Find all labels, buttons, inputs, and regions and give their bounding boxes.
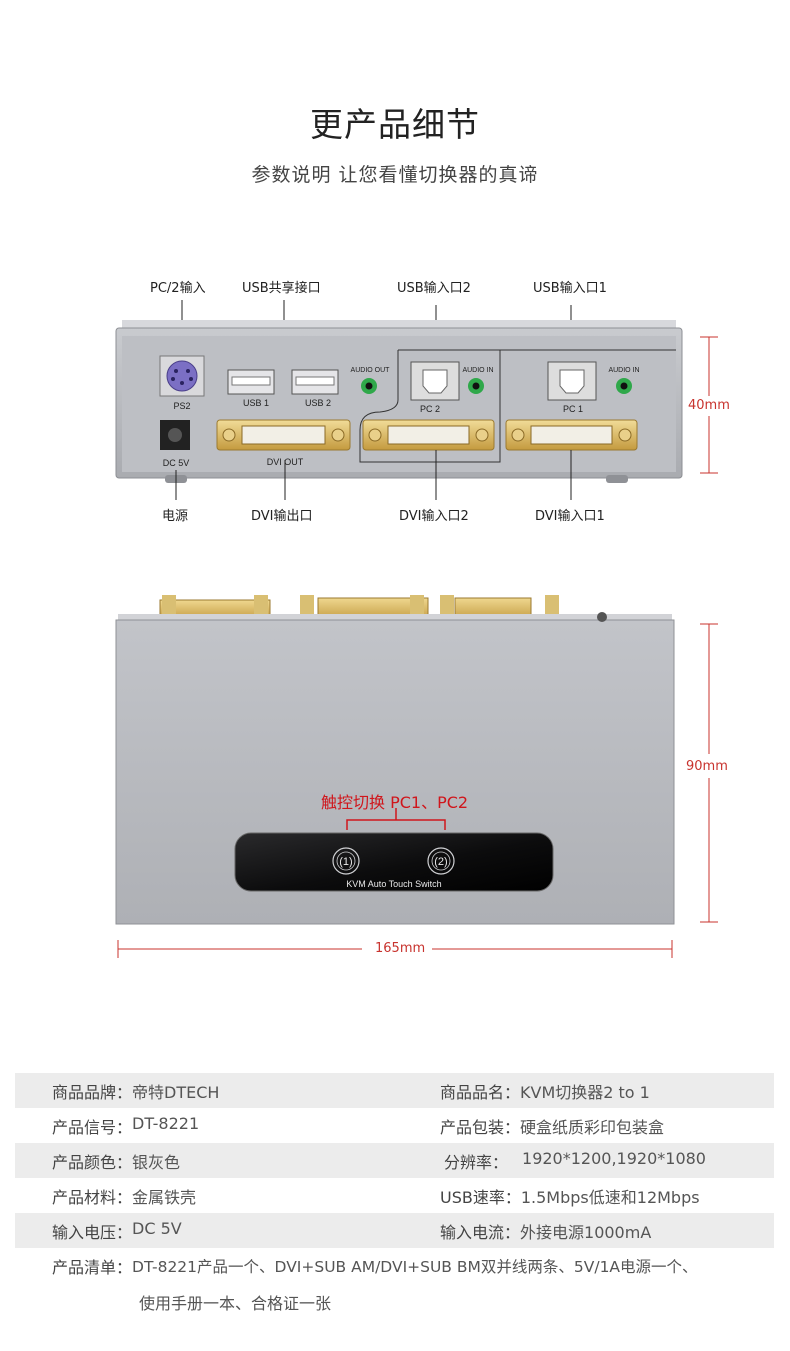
spec-row: 产品材料：金属铁壳 USB速率：1.5Mbps低速和12Mbps: [15, 1178, 774, 1213]
callout-usb-shared: USB共享接口: [242, 281, 321, 296]
width-dimension: 165mm: [375, 941, 426, 956]
spec-value: 外接电源1000mA: [520, 1222, 652, 1242]
spec-value: DC 5V: [132, 1218, 182, 1238]
spec-row: 产品颜色：银灰色 分辨率： 1920*1200,1920*1080: [15, 1143, 774, 1178]
callout-ps2-input: PC/2输入: [150, 281, 206, 296]
package-list: 产品清单：DT-8221产品一个、DVI+SUB AM/DVI+SUB BM双并…: [15, 1248, 774, 1320]
spec-key: 产品信号：: [52, 1117, 133, 1137]
spec-key: 商品品名：: [440, 1082, 521, 1102]
panel-text-pc2: PC 2: [420, 404, 440, 414]
spec-value: 1920*1200,1920*1080: [522, 1148, 706, 1168]
panel-text-pc1: PC 1: [563, 404, 583, 414]
top-view-illustration: (1) (2) KVM Auto Touch Switch: [115, 595, 718, 958]
spec-key: 分辨率：: [444, 1152, 509, 1172]
panel-text-dc: DC 5V: [163, 458, 190, 468]
page-title: 更产品细节: [310, 105, 480, 144]
spec-value: 帝特DTECH: [132, 1082, 220, 1102]
touch-switch-label: 触控切换 PC1、PC2: [321, 793, 469, 812]
callout-power: 电源: [162, 509, 189, 524]
spec-value: 银灰色: [132, 1152, 181, 1172]
spec-value: 金属铁壳: [132, 1187, 197, 1207]
touch-button-1-icon: (1): [339, 856, 352, 868]
panel-text-audio-in-1: AUDIO IN: [608, 367, 639, 374]
spec-row: 商品品牌：帝特DTECH 商品品名：KVM切换器2 to 1: [15, 1073, 774, 1108]
callout-dvi-in-2: DVI输入口2: [399, 509, 469, 524]
callout-usb-input-1: USB输入口1: [533, 281, 607, 296]
spec-value: 1.5Mbps低速和12Mbps: [520, 1187, 700, 1207]
page-subtitle: 参数说明 让您看懂切换器的真谛: [251, 164, 539, 186]
spec-row: 输入电压：DC 5V 输入电流：外接电源1000mA: [15, 1213, 774, 1248]
spec-value-continued: 使用手册一本、合格证一张: [139, 1294, 332, 1313]
spec-key: 产品颜色：: [52, 1152, 133, 1172]
spec-value: 硬盒纸质彩印包装盒: [520, 1117, 665, 1137]
panel-text-audio-out: AUDIO OUT: [351, 367, 391, 374]
callout-dvi-out: DVI输出口: [251, 509, 313, 524]
spec-value: DT-8221: [132, 1113, 200, 1133]
spec-key: 产品材料：: [52, 1187, 133, 1207]
spec-key: USB速率：: [440, 1187, 521, 1207]
rear-panel-illustration: PS2 USB 1 USB 2 DC 5V DVI OUT AUDIO OUT …: [115, 300, 718, 500]
spec-key: 商品品牌：: [52, 1082, 133, 1102]
panel-text-audio-in-2: AUDIO IN: [462, 367, 493, 374]
callout-dvi-in-1: DVI输入口1: [535, 509, 605, 524]
panel-text-usb1: USB 1: [243, 398, 269, 408]
panel-text-usb2: USB 2: [305, 398, 331, 408]
height-dimension: 40mm: [688, 398, 730, 413]
spec-table: 商品品牌：帝特DTECH 商品品名：KVM切换器2 to 1 产品信号：DT-8…: [15, 1073, 774, 1320]
spec-row: 产品信号：DT-8221 产品包装：硬盒纸质彩印包装盒: [15, 1108, 774, 1143]
panel-text-kvm: KVM Auto Touch Switch: [346, 879, 441, 889]
depth-dimension: 90mm: [686, 759, 728, 774]
spec-value: DT-8221产品一个、DVI+SUB AM/DVI+SUB BM双并线两条、5…: [132, 1258, 698, 1276]
spec-key: 产品包装：: [440, 1117, 521, 1137]
spec-key: 输入电压：: [52, 1222, 133, 1242]
spec-value: KVM切换器2 to 1: [520, 1082, 650, 1102]
callout-usb-input-2: USB输入口2: [397, 281, 471, 296]
spec-key: 输入电流：: [440, 1222, 521, 1242]
panel-text-ps2: PS2: [173, 401, 190, 411]
spec-key: 产品清单：: [52, 1258, 133, 1277]
touch-button-2-icon: (2): [434, 856, 447, 868]
